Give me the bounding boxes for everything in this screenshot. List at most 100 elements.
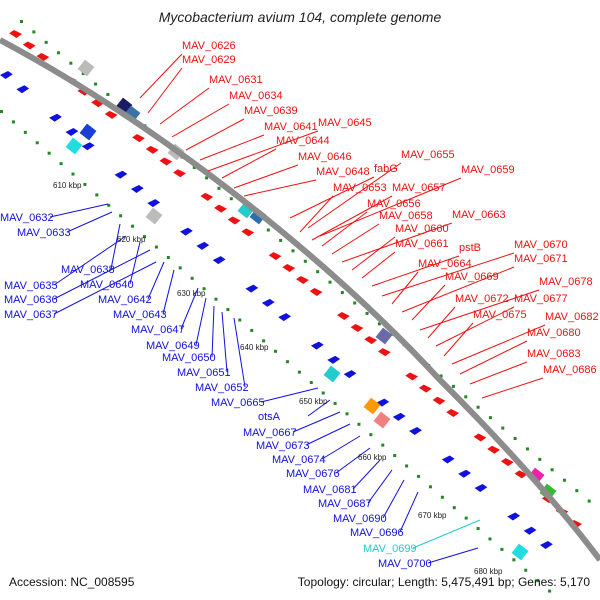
reverse-leader-line (335, 447, 371, 474)
reverse-gene-label: otsA (258, 411, 281, 423)
forward-gene-arrow (514, 470, 528, 479)
scale-label: 670 kbp (418, 511, 447, 520)
forward-gene-arrow (268, 252, 282, 261)
forward-gene-arrow (145, 145, 159, 154)
reverse-gene-arrow (16, 85, 30, 94)
reverse-gene-label: MAV_0632 (0, 212, 54, 224)
reverse-gene-label: MAV_0681 (303, 484, 357, 496)
reverse-gene-arrow (130, 184, 144, 193)
scale-label: 610 kbp (53, 181, 82, 190)
outer-tick-mark (525, 447, 529, 451)
reverse-gene-label: MAV_0674 (272, 454, 326, 466)
forward-leader-line (207, 130, 319, 172)
forward-gene-label: MAV_0669 (445, 271, 499, 283)
reverse-gene-arrow (343, 370, 357, 379)
feature-block (145, 207, 163, 225)
forward-gene-label: MAV_0675 (473, 309, 527, 321)
forward-gene-label: MAV_0677 (514, 293, 568, 305)
forward-leader-line (459, 340, 528, 375)
reverse-gene-label: MAV_0676 (286, 468, 340, 480)
reverse-gene-arrow (212, 256, 226, 265)
forward-leader-line (443, 322, 474, 357)
inner-tick-mark (345, 412, 349, 416)
forward-gene-arrow (173, 169, 186, 178)
outer-tick-mark (69, 61, 73, 65)
forward-gene-label: MAV_0670 (514, 239, 568, 251)
inner-tick-mark (11, 120, 15, 124)
reverse-gene-label: MAV_0633 (17, 227, 71, 239)
forward-gene-label: MAV_0655 (401, 149, 455, 161)
inner-tick-mark (262, 339, 266, 343)
reverse-leader-line (352, 459, 381, 490)
forward-gene-label: MAV_0645 (318, 117, 372, 129)
reverse-gene-label: MAV_0667 (243, 427, 297, 439)
forward-gene-label: MAV_0686 (543, 364, 597, 376)
forward-leader-line (435, 306, 515, 347)
forward-gene-arrow (405, 372, 419, 381)
forward-leader-line (319, 177, 462, 237)
reverse-gene-arrow (114, 170, 128, 179)
reverse-gene-arrow (409, 427, 422, 436)
forward-leader-line (199, 134, 265, 161)
inner-tick-mark (107, 203, 111, 207)
reverse-gene-label: MAV_0642 (98, 294, 152, 306)
feature-block (373, 411, 391, 429)
reverse-leader-line (382, 479, 405, 519)
genome-summary-text: Topology: circular; Length: 5,475,491 bp… (297, 575, 590, 589)
inner-tick-mark (524, 568, 528, 572)
outer-tick-mark (192, 165, 196, 169)
forward-leader-line (481, 377, 544, 399)
reverse-gene-arrow (458, 469, 471, 478)
forward-gene-label: MAV_0634 (229, 90, 283, 102)
inner-tick-mark (405, 464, 409, 468)
inner-tick-mark (309, 381, 313, 385)
outer-tick-mark (217, 186, 221, 190)
outer-tick-mark (94, 82, 98, 86)
reverse-gene-arrow (327, 355, 341, 364)
forward-gene-arrow (309, 287, 323, 296)
outer-tick-mark (562, 478, 566, 482)
outer-tick-mark (575, 489, 579, 493)
inner-tick-mark (95, 193, 99, 197)
inner-tick-mark (440, 495, 444, 499)
outer-tick-mark (316, 270, 320, 274)
reverse-gene-label: MAV_0640 (80, 279, 134, 291)
forward-gene-label: MAV_0683 (527, 348, 581, 360)
forward-leader-line (427, 306, 456, 339)
outer-tick-mark (328, 280, 332, 284)
inner-tick-mark (59, 162, 63, 166)
inner-tick-mark (357, 422, 361, 426)
feature-block (323, 365, 341, 383)
reverse-gene-label: MAV_0696 (350, 527, 404, 539)
forward-gene-arrow (500, 458, 514, 467)
forward-gene-arrow (473, 433, 487, 442)
leader-layer (49, 53, 546, 564)
feature-block (77, 59, 95, 77)
inner-tick-mark (71, 172, 75, 176)
inner-tick-mark (23, 130, 27, 134)
backbone (0, 37, 600, 562)
reverse-gene-arrow (245, 284, 259, 293)
inner-tick-mark (131, 224, 135, 228)
outer-tick-mark (464, 395, 468, 399)
inner-tick-mark (47, 151, 51, 155)
outer-tick-mark (587, 499, 591, 503)
reverse-gene-label: MAV_0637 (4, 309, 58, 321)
forward-gene-label: MAV_0657 (392, 182, 446, 194)
forward-gene-arrow (432, 396, 446, 405)
reverse-gene-arrow (540, 541, 553, 549)
forward-leader-line (321, 211, 368, 247)
forward-leader-line (159, 87, 210, 125)
outer-tick-mark (266, 228, 270, 232)
scale-label: 630 kbp (177, 289, 206, 298)
outer-tick-mark (451, 384, 455, 388)
outer-tick-mark (229, 197, 233, 201)
inner-tick-mark (238, 318, 242, 322)
reverse-gene-arrow (278, 313, 291, 322)
scale-label: 640 kbp (240, 343, 269, 352)
reverse-gene-label: MAV_0649 (146, 340, 200, 352)
forward-gene-arrow (337, 311, 350, 320)
reverse-gene-label: MAV_0643 (113, 309, 167, 321)
feature-block (511, 543, 529, 561)
